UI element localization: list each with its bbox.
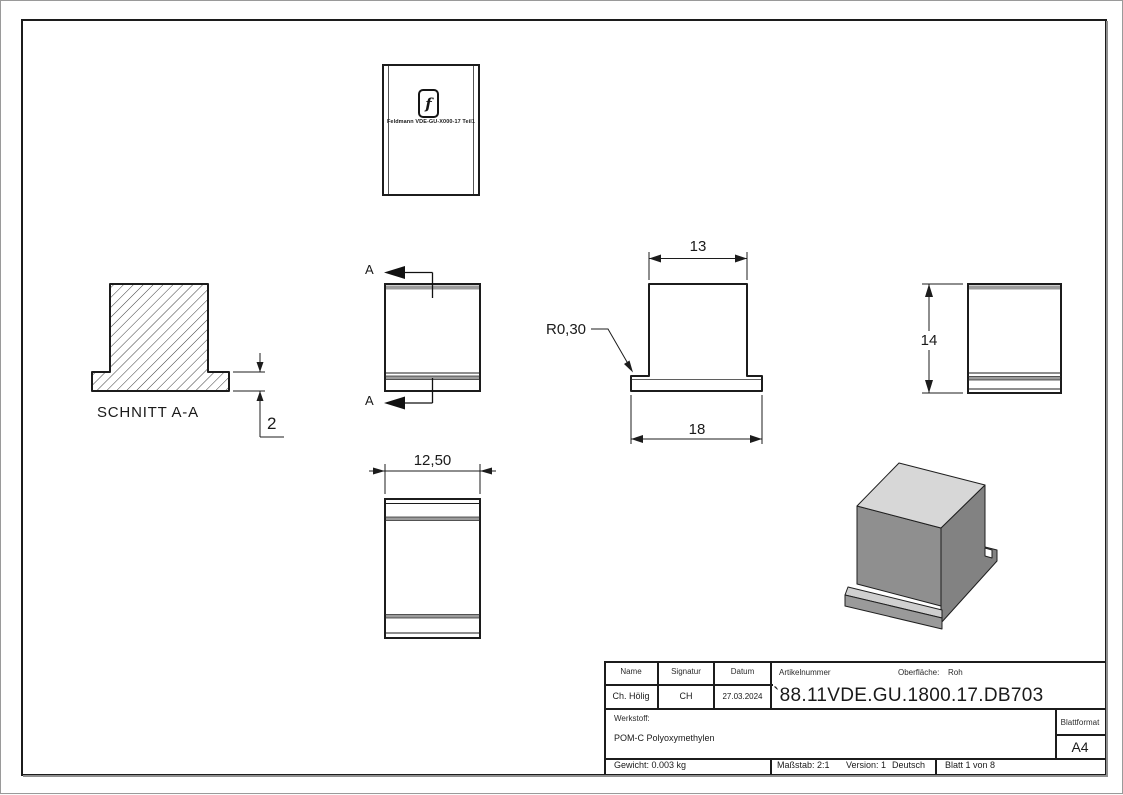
titleblock-line-h1 [604,684,773,686]
bottom-view-geometry [369,464,496,639]
part-marking-text: Feldmann VDE-GU-X000-17 Teil1 [386,119,476,125]
artikelnummer-label: Artikelnummer [779,668,831,677]
iso-flange-notch [984,547,993,559]
gewicht-value: Gewicht: 0.003 kg [614,760,687,770]
titleblock-line-h2 [604,708,1105,710]
oberflaeche-label: Oberfläche: [898,668,940,677]
section-view-label: SCHNITT A-A [97,404,199,421]
werkstoff-label: Werkstoff: [614,714,650,723]
dim-top-width-13-label: 13 [689,238,707,255]
titleblock-line-h3 [604,758,1105,760]
titleblock-line-v4 [770,758,772,774]
version-value: Version: 1 [846,760,887,770]
value-signatur: CH [679,691,693,701]
section-view-geometry [91,283,284,438]
section-arrow-label-top: A [365,262,374,277]
massstab-value: Maßstab: 2:1 [777,760,830,770]
frame-shadow-right [1106,21,1108,777]
section-arrow-label-bottom: A [365,393,374,408]
artikelnummer-value: `88.11VDE.GU.1800.17.DB703 [773,685,1044,706]
side-view-geometry [591,252,763,444]
titleblock-line-h4 [1055,734,1105,736]
iso-flange-front [844,594,943,630]
dim-flange-thickness-label: 2 [267,414,277,433]
blattformat-label: Blattformat [1060,718,1100,727]
value-name: Ch. Hölig [612,691,650,701]
right-view-geometry [922,283,1062,394]
feldmann-logo-icon: f [418,89,439,118]
iso-top-face [856,462,986,529]
oberflaeche-value: Roh [948,668,963,677]
titleblock-line-v5 [935,758,937,774]
dim-flange-width-18-label: 18 [688,421,706,438]
titleblock-line-v3 [770,661,772,710]
titleblock-line-v2 [713,661,715,710]
dim-fillet-radius-label: R0,30 [546,321,587,338]
front-view-geometry [384,266,481,410]
titleblock-border-top [604,661,1105,663]
header-signatur: Signatur [671,667,701,676]
dim-height-14-label: 14 [914,332,944,350]
dim-width-12-50-label: 12,50 [413,452,452,469]
werkstoff-value: POM-C Polyoxymethylen [614,733,715,743]
titleblock-border-left [604,661,606,774]
isometric-view [844,462,998,630]
header-datum: Datum [730,667,755,676]
blatt-value: Blatt 1 von 8 [945,760,996,770]
titleblock-line-v1 [657,661,659,710]
value-datum: 27.03.2024 [722,692,763,701]
top-view-geometry [382,64,480,196]
blattformat-value: A4 [1071,739,1089,755]
frame-shadow-bottom [23,775,1107,777]
header-name: Name [620,667,642,676]
sprache-value: Deutsch [892,760,926,770]
